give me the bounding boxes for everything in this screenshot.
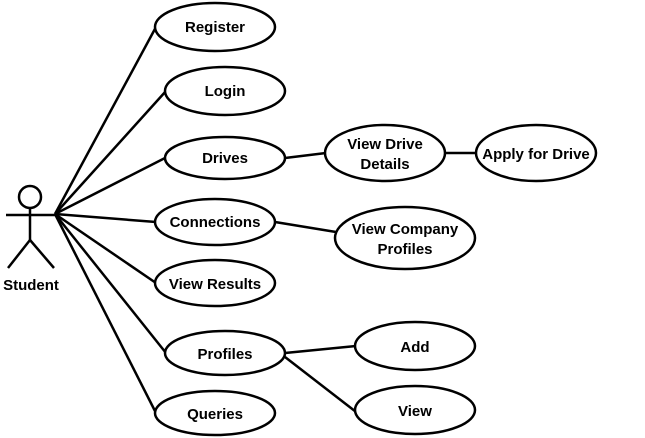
use-case-view-company-profiles: View Company Profiles bbox=[333, 205, 477, 271]
student-actor: Student bbox=[3, 184, 59, 294]
assoc-connections-view-company-profiles bbox=[274, 220, 337, 234]
assoc-student-profiles bbox=[54, 213, 167, 354]
use-case-connections: Connections bbox=[153, 197, 277, 247]
assoc-student-register bbox=[53, 26, 158, 215]
use-case-view-drive-details: View Drive Details bbox=[323, 123, 447, 183]
associations bbox=[53, 26, 476, 416]
use-case-view-label: View bbox=[398, 403, 432, 420]
use-case-queries-label: Queries bbox=[187, 406, 243, 423]
use-case-view-results: View Results bbox=[153, 258, 277, 308]
assoc-student-connections bbox=[54, 212, 157, 224]
use-case-view-drive-details-label-line2: Details bbox=[360, 156, 409, 173]
actor-right-leg bbox=[29, 239, 55, 269]
assoc-student-drives bbox=[54, 156, 166, 216]
use-case-apply-for-drive: Apply for Drive bbox=[474, 123, 598, 183]
actor-label: Student bbox=[3, 277, 59, 294]
use-case-profiles: Profiles bbox=[163, 329, 287, 377]
use-case-apply-for-drive-label: Apply for Drive bbox=[482, 146, 590, 163]
actor-left-leg bbox=[7, 239, 31, 269]
use-case-view-results-label: View Results bbox=[169, 276, 261, 293]
assoc-student-view-results bbox=[54, 212, 157, 285]
use-case-drives-label: Drives bbox=[202, 150, 248, 167]
use-case-drives: Drives bbox=[163, 135, 287, 181]
use-case-profiles-label: Profiles bbox=[197, 346, 252, 363]
use-case-register-label: Register bbox=[185, 19, 245, 36]
use-case-view-company-profiles-label-line2: Profiles bbox=[377, 241, 432, 258]
assoc-profiles-add bbox=[284, 344, 357, 355]
actor-head bbox=[17, 184, 43, 210]
use-case-view: View bbox=[353, 384, 477, 436]
use-case-add: Add bbox=[353, 320, 477, 372]
use-case-register: Register bbox=[153, 1, 277, 53]
assoc-drives-view-drive-details bbox=[284, 151, 327, 160]
use-case-view-drive-details-label-line1: View Drive bbox=[347, 136, 423, 153]
use-case-connections-label: Connections bbox=[170, 214, 261, 231]
assoc-student-login bbox=[54, 90, 167, 215]
assoc-profiles-view bbox=[284, 356, 361, 416]
use-case-add-label: Add bbox=[400, 339, 429, 356]
use-case-view-company-profiles-label-line1: View Company bbox=[352, 221, 459, 238]
use-case-login: Login bbox=[163, 65, 287, 117]
assoc-student-queries bbox=[53, 213, 158, 414]
use-case-queries: Queries bbox=[153, 389, 277, 437]
use-case-login-label: Login bbox=[205, 83, 246, 100]
